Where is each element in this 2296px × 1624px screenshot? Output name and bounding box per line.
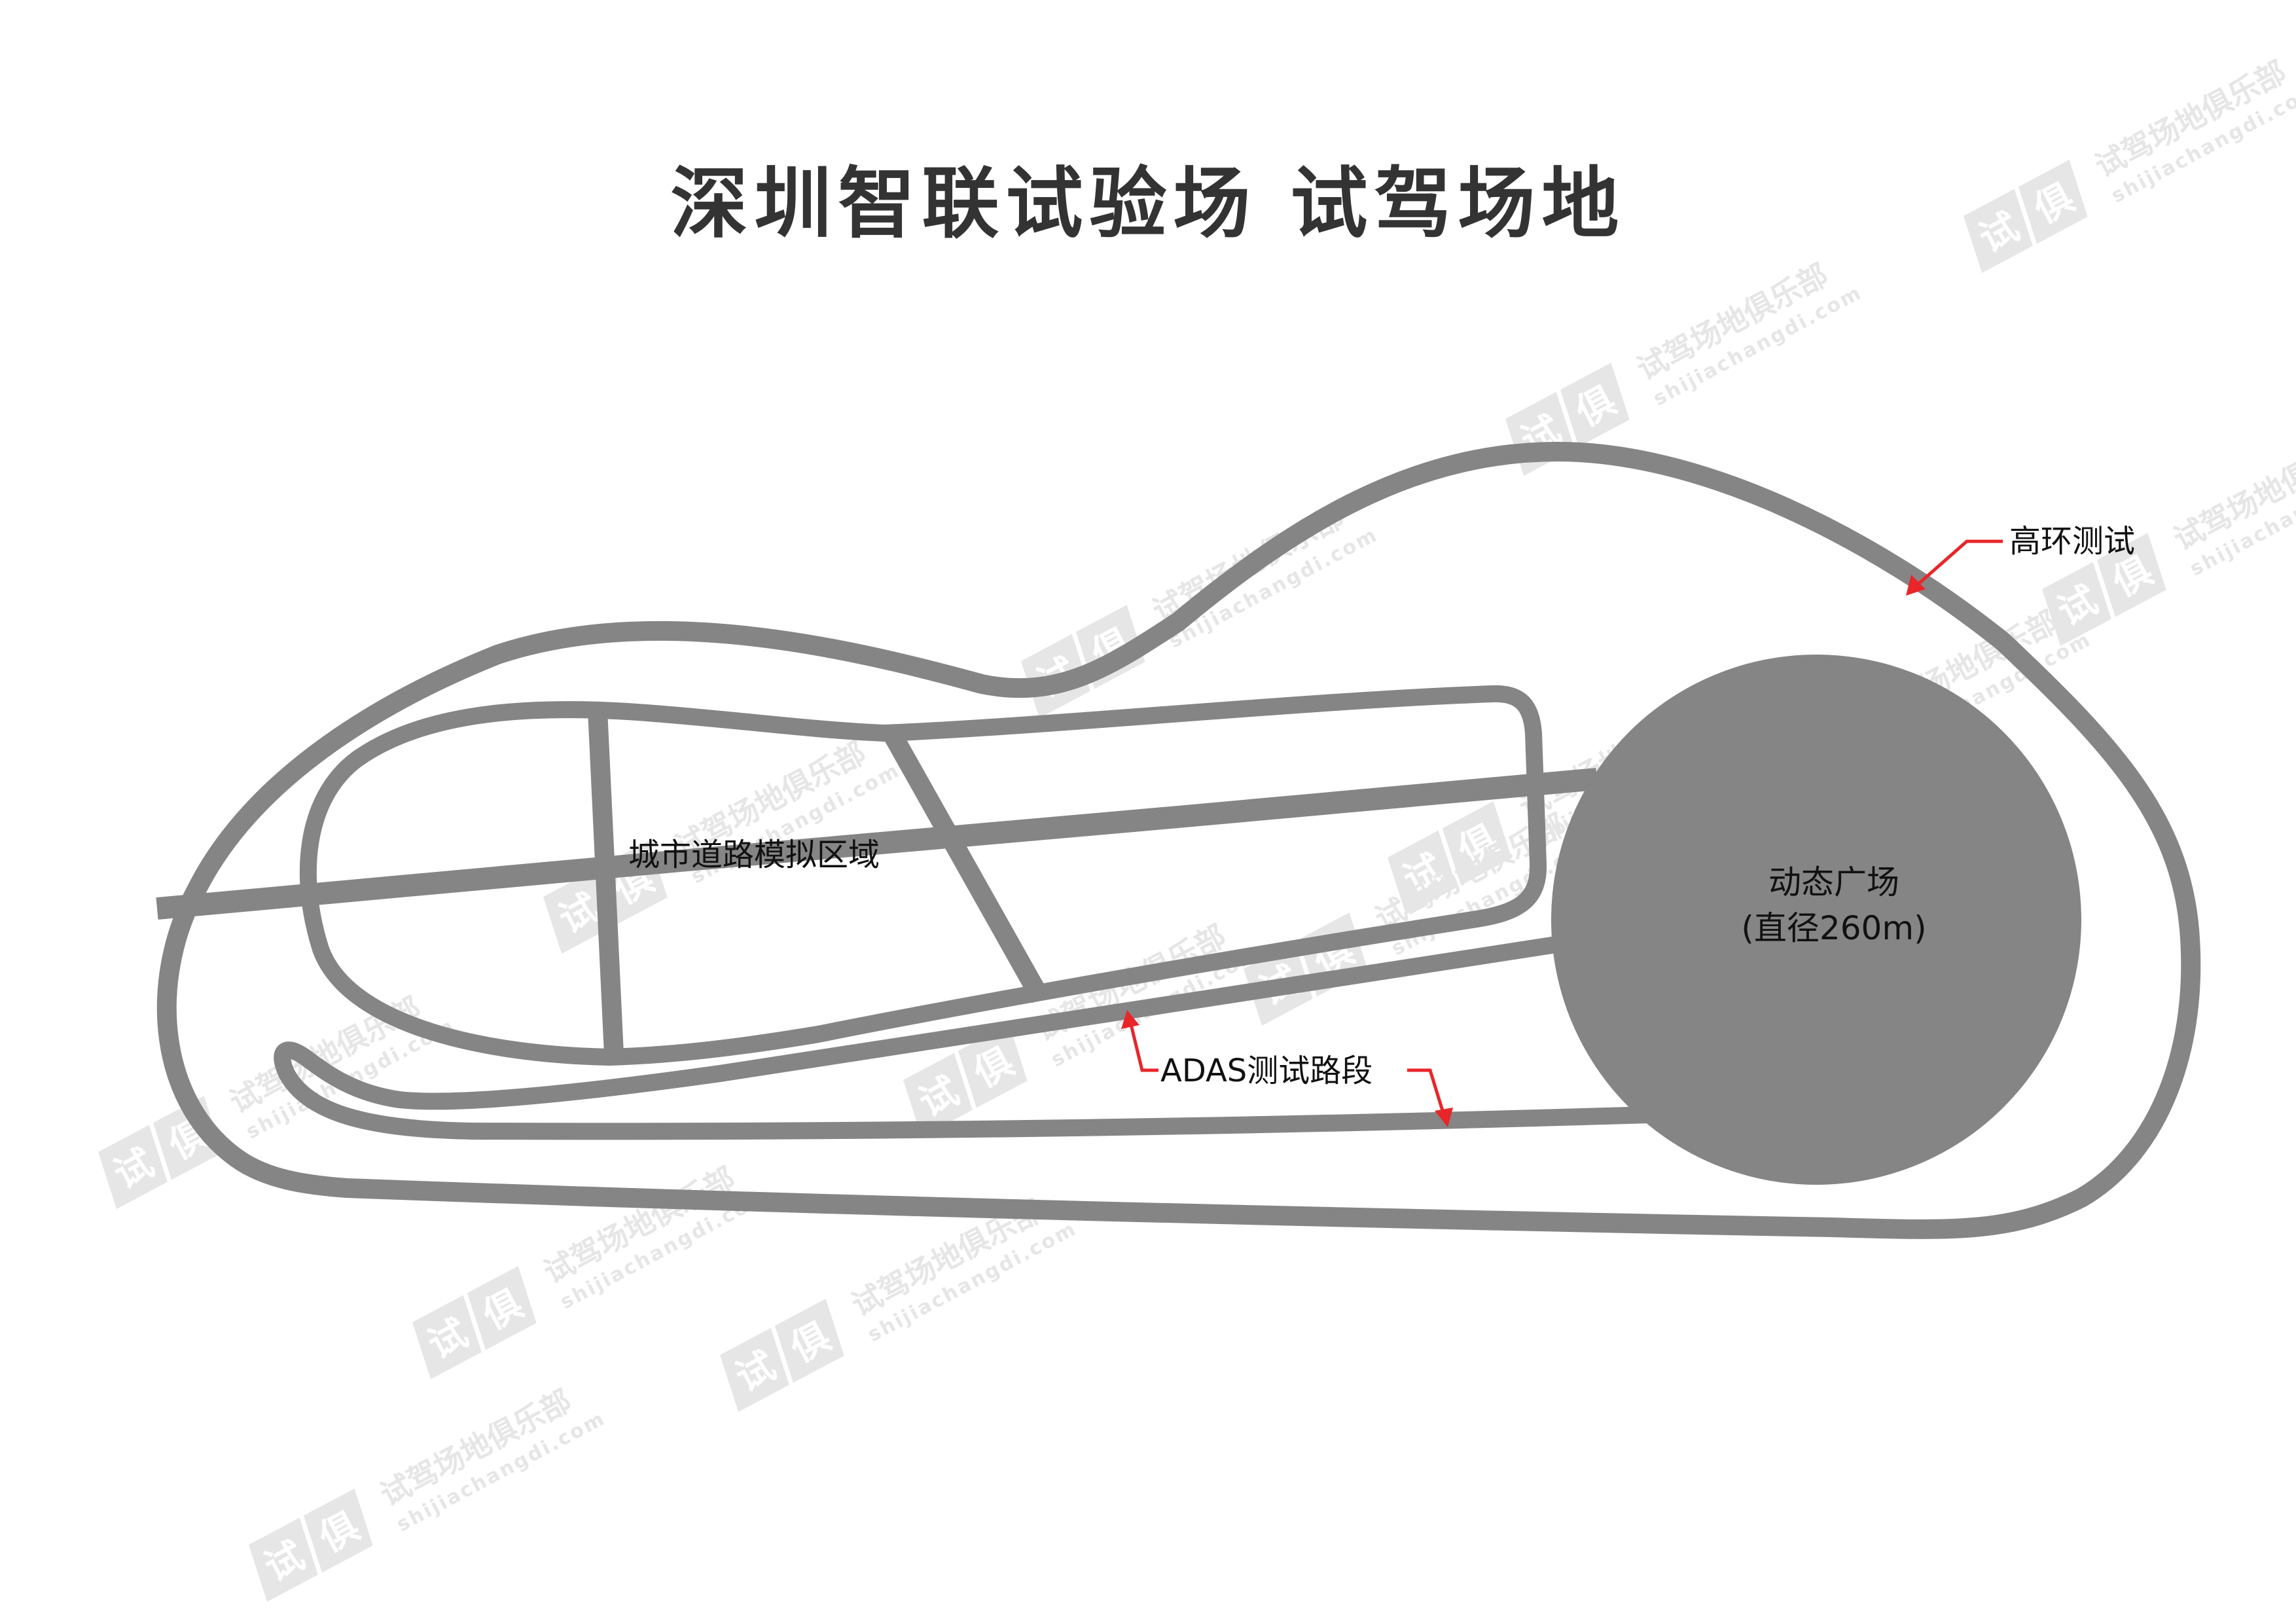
callout-lines — [1129, 539, 2003, 1113]
callout-arrowheads — [1121, 575, 1926, 1127]
label-city-area: 城市道路模拟区域 — [628, 837, 880, 873]
city-road-loop — [299, 685, 1547, 1066]
watermark-logo-icon: 试俱 — [2042, 533, 2166, 646]
watermark-logo-icon: 试俱 — [98, 1096, 223, 1209]
arrow-high-loop-icon — [1906, 575, 1926, 596]
high-speed-loop-track — [156, 442, 2201, 1239]
label-plaza-size: (直径260m) — [1741, 909, 1926, 947]
city-vertical-road — [588, 710, 624, 1055]
main-cross-road — [156, 768, 1598, 920]
label-plaza-name: 动态广场 — [1768, 863, 1899, 901]
adas-test-road — [274, 933, 1658, 1140]
watermark-logo-icon: 试俱 — [1964, 160, 2088, 273]
arrow-adas-lower-icon — [1435, 1108, 1453, 1127]
dynamic-plaza — [1551, 655, 2081, 1185]
watermark-logo-icon: 试俱 — [720, 1299, 844, 1412]
page-title: 深圳智联试验场 试驾场地 — [670, 158, 1626, 249]
watermark-logo-icon: 试俱 — [903, 1024, 1028, 1137]
watermark-logo-icon: 试俱 — [1388, 801, 1512, 914]
watermark-logo-icon: 试俱 — [412, 1266, 537, 1379]
city-diagonal-road — [884, 731, 1050, 1003]
watermark-logo-icon: 试俱 — [249, 1489, 373, 1602]
label-high-loop: 高环测试 — [2009, 523, 2135, 560]
arrow-adas-upper-icon — [1121, 1010, 1139, 1029]
label-adas: ADAS测试路段 — [1160, 1053, 1372, 1089]
